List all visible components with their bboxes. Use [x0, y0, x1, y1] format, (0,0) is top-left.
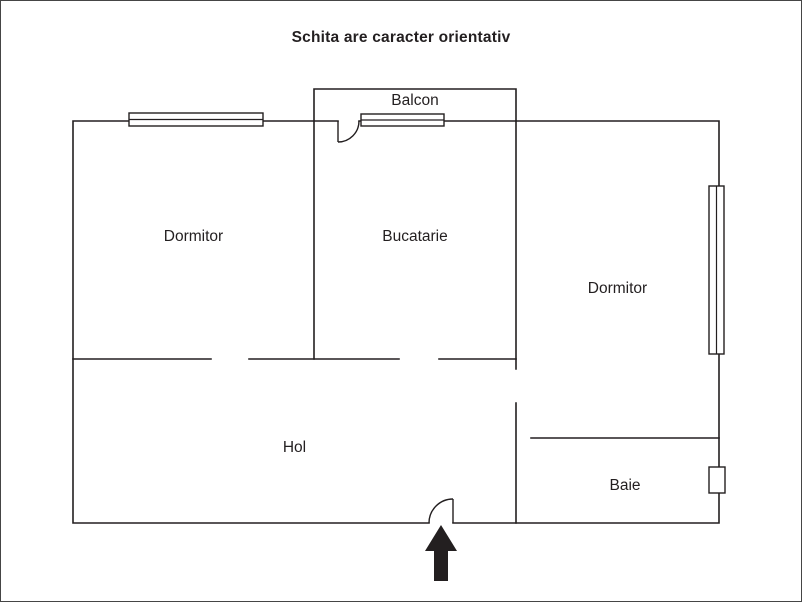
door-balcony [337, 120, 360, 143]
door-entrance [428, 498, 454, 524]
window-dormitor-left [128, 112, 264, 127]
window-bucatarie [360, 113, 445, 127]
entrance-arrow-icon [425, 525, 457, 581]
balcony-outline [313, 88, 517, 122]
plan-title: Schita are caracter orientativ [291, 29, 511, 46]
window-baie [708, 466, 726, 494]
apartment-outer-walls [72, 120, 720, 524]
window-dormitor-right [708, 185, 725, 355]
